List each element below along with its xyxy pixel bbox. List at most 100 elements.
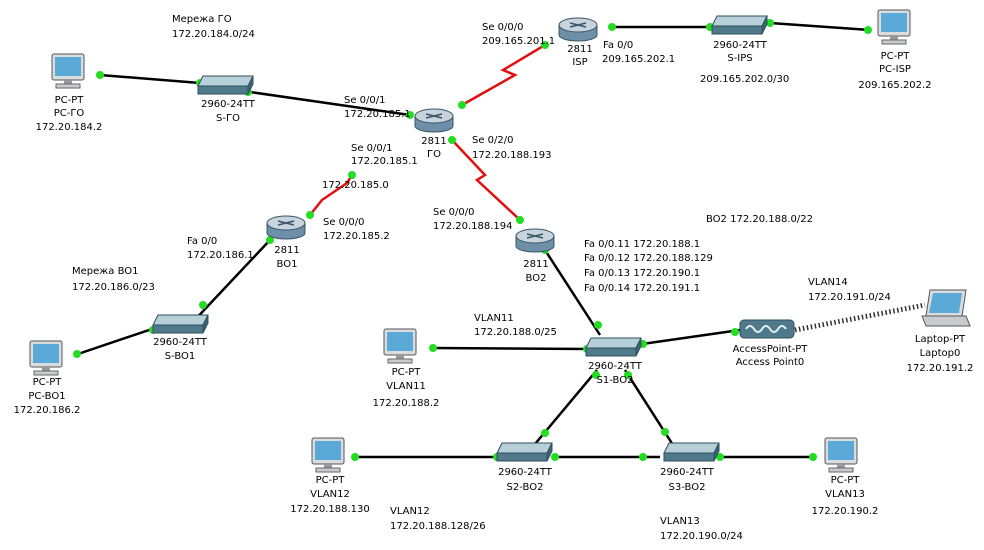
bo1-fa-ip: 172.20.186.1 [187, 250, 254, 261]
port-led [429, 344, 437, 352]
link-go-bo1[interactable] [309, 174, 354, 216]
s2-bo2-name: S2-BO2 [506, 482, 544, 493]
vlan13-pc-ip: 172.20.190.2 [811, 506, 879, 517]
vlan11-pc-name: VLAN11 [386, 381, 426, 392]
s1-bo2-model: 2960-24TT [588, 361, 642, 372]
pc-bo1-model: PC-PT [32, 377, 62, 388]
port-led [594, 321, 602, 329]
vlan13-title: VLAN13 [660, 516, 700, 527]
port-led [306, 211, 314, 219]
port-led [351, 453, 359, 461]
link-sbo1-pcbo1[interactable] [74, 326, 156, 357]
router-bo1[interactable] [266, 215, 306, 240]
go-se1b-if: Se 0/0/1 [351, 143, 393, 154]
port-indicators [73, 19, 872, 461]
pc-isp-model: PC-PT [880, 51, 910, 62]
laptop-model: Laptop-PT [914, 334, 966, 345]
isp-se-ip: 209.165.201.1 [482, 36, 556, 47]
router-go[interactable] [414, 108, 454, 133]
ap-model: AccessPoint-PT [732, 344, 808, 355]
bo2-se-if: Se 0/0/0 [433, 207, 475, 218]
pc-go[interactable] [51, 53, 85, 89]
vlan11-pc-model: PC-PT [391, 367, 421, 378]
vlan13-net: 172.20.190.0/24 [660, 531, 743, 542]
port-led [592, 371, 600, 379]
ap-name: Access Point0 [735, 357, 805, 368]
port-led [864, 26, 872, 34]
s2-bo2-model: 2960-24TT [498, 467, 552, 478]
bo2-sub3: Fa 0/0.13 172.20.190.1 [584, 268, 701, 279]
bo1-fa-if: Fa 0/0 [187, 236, 218, 247]
switch-s2-bo2[interactable] [496, 442, 553, 462]
link-wireless [794, 302, 926, 333]
port-led [639, 453, 647, 461]
isp-fa-ip: 209.165.202.1 [602, 54, 676, 65]
pc-go-name: PC-ГО [53, 108, 85, 119]
pc-vlan11[interactable] [383, 328, 417, 364]
go-name: ГО [427, 149, 441, 160]
vlan12-pc-model: PC-PT [315, 475, 345, 486]
router-bo2[interactable] [515, 228, 555, 253]
pc-isp[interactable] [877, 9, 911, 45]
switch-s3-bo2[interactable] [663, 442, 720, 462]
vlan12-pc-name: VLAN12 [310, 489, 350, 500]
go-se2-if: Se 0/2/0 [472, 135, 514, 146]
vlan11-net: 172.20.188.0/25 [474, 327, 557, 338]
bo1-model: 2811 [274, 245, 300, 256]
pc-bo1[interactable] [29, 340, 63, 376]
vlan13-pc-name: VLAN13 [825, 489, 865, 500]
bo2-net: BO2 172.20.188.0/22 [706, 214, 813, 225]
vlan12-title: VLAN12 [390, 506, 430, 517]
port-led [661, 428, 669, 436]
vlan13-pc-model: PC-PT [830, 475, 860, 486]
pc-isp-name: PC-ISP [879, 64, 911, 75]
port-led [541, 429, 549, 437]
port-led [624, 371, 632, 379]
go-se1b-ip: 172.20.185.1 [351, 156, 418, 167]
s-bo1-model: 2960-24TT [153, 337, 207, 348]
ips-net: 209.165.202.0/30 [700, 74, 790, 85]
pc-go-model: PC-PT [54, 95, 84, 106]
bo2-model: 2811 [523, 259, 549, 270]
switch-s-bo1[interactable] [152, 314, 209, 334]
go-model: 2811 [421, 136, 447, 147]
link-bo2-s1[interactable] [543, 249, 602, 336]
go-net: 172.20.184.0/24 [172, 29, 255, 40]
bo1-name: BO1 [276, 259, 298, 270]
switch-s-ips[interactable] [711, 15, 768, 35]
link-sips-pcisp[interactable] [769, 21, 871, 32]
pc-vlan12[interactable] [311, 437, 345, 473]
pc-vlan13[interactable] [824, 437, 858, 473]
router-isp[interactable] [558, 17, 598, 42]
laptop[interactable] [921, 289, 971, 327]
link-go-bo2[interactable] [451, 139, 521, 221]
vlan11-title: VLAN11 [474, 313, 514, 324]
isp-model: 2811 [567, 44, 593, 55]
link-sgo-go[interactable] [249, 90, 411, 117]
bo2-sub1: Fa 0/0.11 172.20.188.1 [584, 239, 701, 250]
port-led [96, 71, 104, 79]
vlan14-net: 172.20.191.0/24 [808, 292, 891, 303]
port-led [716, 453, 724, 461]
s-ips-name: S-IPS [727, 53, 753, 64]
port-led [266, 236, 274, 244]
switch-s1-bo2[interactable] [585, 337, 642, 357]
link-go-isp[interactable] [461, 43, 546, 107]
port-led [406, 111, 414, 119]
port-led [731, 328, 739, 336]
bo2-sub4: Fa 0/0.14 172.20.191.1 [584, 283, 701, 294]
vlan12-net: 172.20.188.128/26 [390, 521, 486, 532]
go-se1-if: Se 0/0/1 [344, 95, 386, 106]
port-led [516, 216, 524, 224]
port-led [458, 101, 466, 109]
link-s1-s2[interactable] [529, 369, 598, 451]
s3-bo2-model: 2960-24TT [660, 467, 714, 478]
link-s1-ap[interactable] [634, 328, 741, 347]
link-bo1-sbo1[interactable] [189, 239, 271, 326]
pc-go-ip: 172.20.184.2 [35, 122, 103, 133]
link-vlan11-s1[interactable] [432, 346, 591, 351]
link-pcgo-sgo[interactable] [99, 73, 201, 85]
port-led [73, 350, 81, 358]
switch-s-go[interactable] [197, 75, 254, 95]
access-point[interactable] [739, 319, 795, 339]
